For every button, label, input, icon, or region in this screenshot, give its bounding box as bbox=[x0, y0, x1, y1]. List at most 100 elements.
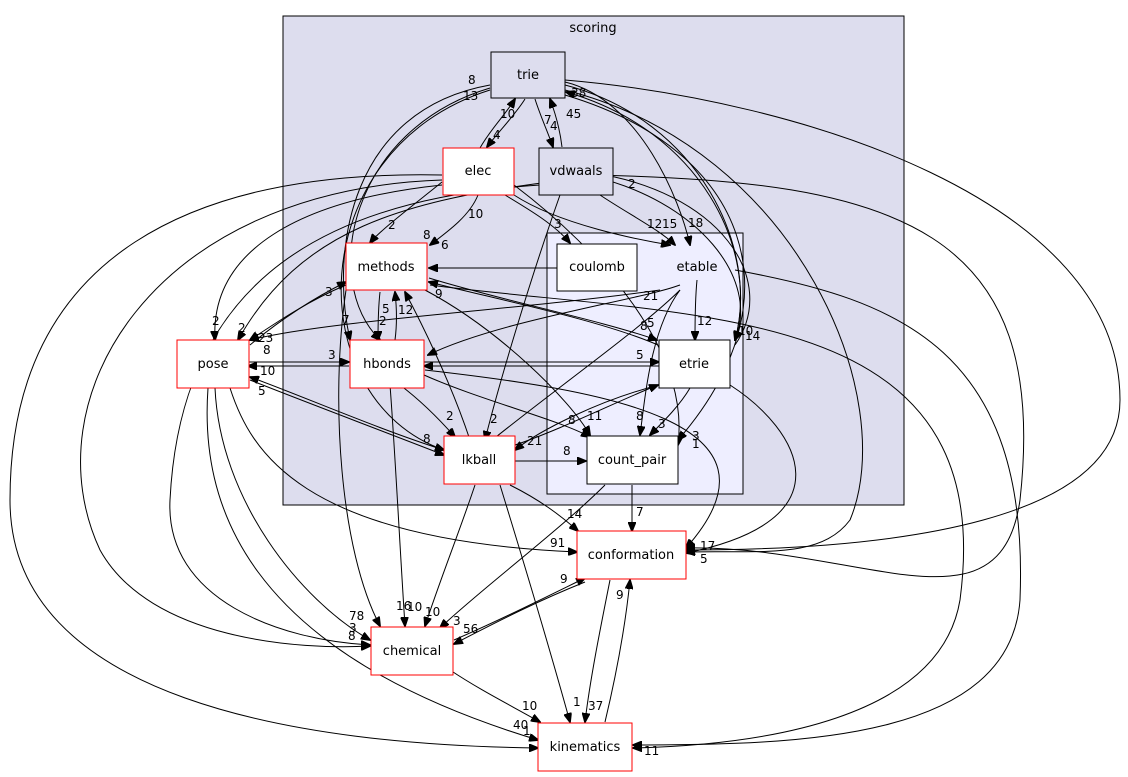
edge-label: 8 bbox=[423, 432, 431, 446]
edge-elec-trie bbox=[479, 99, 515, 149]
edge-label: 8 bbox=[263, 343, 271, 357]
edge-vdwaals-etable bbox=[599, 194, 675, 245]
edge-conformation-kinematics bbox=[585, 579, 611, 722]
edge-label: 8 bbox=[568, 413, 576, 427]
edge-label: 5 bbox=[647, 316, 655, 330]
edge-label: 21 bbox=[527, 434, 542, 448]
edge-elec-chemical bbox=[80, 179, 443, 647]
edge-vdwaals-chemical bbox=[169, 184, 541, 645]
edge-etable-pose bbox=[250, 289, 661, 340]
edge-hbonds-conformation bbox=[424, 369, 720, 548]
node-count-pair-label: count_pair bbox=[598, 453, 667, 468]
edge-hbonds-chemical bbox=[389, 384, 405, 626]
edge-label: 9 bbox=[616, 588, 624, 602]
edge-label: 13 bbox=[463, 89, 478, 103]
edge-elec-methods-2 bbox=[430, 194, 479, 245]
edge-hbonds-lkball bbox=[399, 384, 455, 437]
edge-etrie-conformation bbox=[686, 384, 797, 553]
node-coulomb[interactable]: coulomb bbox=[556, 243, 638, 292]
node-lkball[interactable]: lkball bbox=[443, 435, 516, 485]
edge-trie-elec bbox=[487, 98, 526, 147]
edge-pose-conformation bbox=[229, 387, 577, 552]
edge-label: 12 bbox=[647, 217, 662, 231]
edge-label: 1 bbox=[692, 437, 700, 451]
edge-label: 17 bbox=[700, 539, 715, 553]
node-elec[interactable]: elec bbox=[442, 147, 515, 196]
edge-label: 8 bbox=[423, 228, 431, 242]
edge-elec-etable bbox=[513, 194, 670, 245]
edge-countpair-chemical bbox=[440, 484, 606, 628]
edge-chemical-kinematics bbox=[449, 669, 540, 722]
node-coulomb-label: coulomb bbox=[569, 260, 625, 275]
edge-label: 10 bbox=[468, 207, 483, 221]
edge-lkball-pose bbox=[250, 377, 445, 451]
edge-lkball-chemical bbox=[425, 484, 476, 626]
edge-label: 7 bbox=[636, 505, 644, 519]
node-etrie-label: etrie bbox=[679, 357, 709, 372]
edge-label: 10 bbox=[522, 699, 537, 713]
edge-elec-pose bbox=[215, 184, 443, 340]
edge-label: 5 bbox=[382, 302, 390, 316]
edge-trie-etable bbox=[564, 81, 690, 245]
node-vdwaals[interactable]: vdwaals bbox=[538, 147, 614, 196]
edge-trie-conformation-2 bbox=[564, 89, 863, 552]
edge-label: 12 bbox=[697, 314, 712, 328]
edge-label: 56 bbox=[463, 622, 478, 636]
cluster-etable-label[interactable]: etable bbox=[677, 260, 718, 275]
node-etrie[interactable]: etrie bbox=[658, 339, 731, 389]
edge-label: 15 bbox=[662, 217, 677, 231]
edge-label: 3 bbox=[328, 348, 336, 362]
edge-label: 8 bbox=[640, 319, 648, 333]
node-lkball-label: lkball bbox=[462, 453, 497, 468]
edge-label: 9 bbox=[435, 287, 443, 301]
edge-label: 3 bbox=[349, 621, 357, 635]
edge-labels: 8 13 10 38 45 7 4 4 2 10 8 6 3 12 15 18 … bbox=[212, 73, 760, 758]
edge-label: 2 bbox=[446, 409, 454, 423]
edge-vdwaals-trie bbox=[550, 99, 563, 148]
edge-label: 18 bbox=[688, 216, 703, 230]
edge-etable-hbonds-region bbox=[428, 284, 681, 355]
edge-pose-chemical bbox=[214, 387, 370, 640]
node-vdwaals-label: vdwaals bbox=[550, 164, 603, 179]
edge-etrie-lkball bbox=[515, 384, 660, 450]
edge-label: 10 bbox=[425, 605, 440, 619]
edge-lkball-etrie bbox=[514, 385, 658, 446]
cluster-scoring-label: scoring bbox=[569, 21, 616, 36]
node-pose-label: pose bbox=[198, 357, 229, 372]
edge-label: 12 bbox=[398, 303, 413, 317]
edge-label: 4 bbox=[550, 119, 558, 133]
edge-kinematics-conformation bbox=[604, 580, 630, 723]
edge-label: 3 bbox=[325, 285, 333, 299]
node-kinematics[interactable]: kinematics bbox=[537, 722, 633, 772]
edge-label: 10 bbox=[500, 107, 515, 121]
node-chemical-label: chemical bbox=[383, 644, 441, 659]
edge-label: 38 bbox=[571, 86, 586, 100]
node-methods[interactable]: methods bbox=[345, 242, 428, 291]
edges bbox=[9, 79, 1121, 748]
edge-label: 3 bbox=[453, 614, 461, 628]
node-kinematics-label: kinematics bbox=[550, 740, 621, 755]
edge-label: 23 bbox=[258, 331, 273, 345]
edge-methods-chemical bbox=[338, 289, 380, 626]
edge-label: 1 bbox=[523, 724, 531, 738]
edge-trie-lkball bbox=[340, 89, 491, 450]
node-chemical[interactable]: chemical bbox=[370, 626, 454, 676]
node-count-pair[interactable]: count_pair bbox=[586, 435, 679, 485]
edge-label: 5 bbox=[700, 552, 708, 566]
edge-label: 8 bbox=[563, 444, 571, 458]
node-pose[interactable]: pose bbox=[176, 339, 250, 389]
edge-trie-vdwaals bbox=[534, 98, 553, 147]
node-methods-label: methods bbox=[358, 260, 415, 275]
edge-label: 2 bbox=[379, 314, 387, 328]
edge-label: 7 bbox=[342, 313, 350, 327]
edge-methods-countpair bbox=[424, 289, 590, 435]
node-hbonds[interactable]: hbonds bbox=[349, 339, 425, 389]
edge-label: 11 bbox=[587, 409, 602, 423]
edge-hbonds-countpair bbox=[423, 374, 590, 437]
edge-label: 2 bbox=[238, 321, 246, 335]
edge-pose-methods bbox=[249, 282, 346, 346]
node-trie[interactable]: trie bbox=[490, 51, 566, 99]
node-conformation[interactable]: conformation bbox=[576, 530, 687, 580]
edge-label: 5 bbox=[258, 384, 266, 398]
